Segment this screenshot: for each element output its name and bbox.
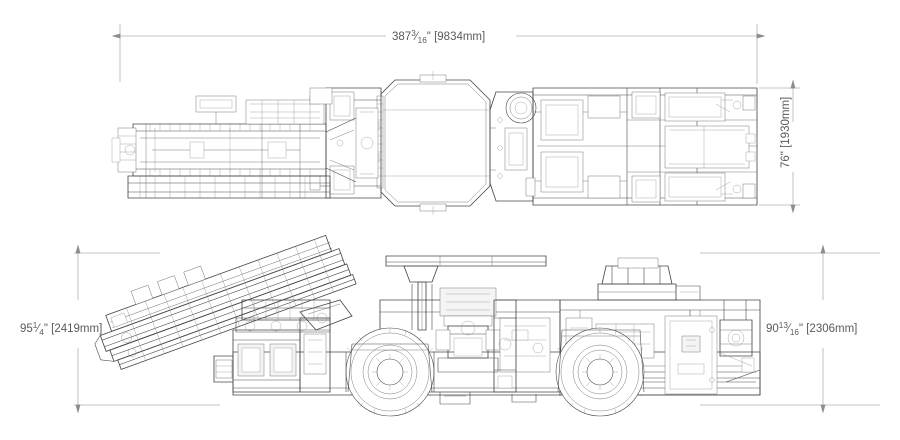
- top-view: [111, 71, 758, 215]
- rear-chassis-plan: [532, 87, 758, 206]
- overall-length-dimension: 3873⁄16" [9834mm]: [111, 24, 766, 84]
- control-cabinet-side: [664, 310, 718, 395]
- operator-station-side: [435, 287, 501, 373]
- front-wheel-side: [345, 327, 435, 417]
- overall-width-dimension: 76" [1930mm]: [759, 79, 800, 214]
- rear-wheel-side: [555, 327, 645, 417]
- engine-stack-side: [597, 257, 701, 301]
- articulation-joint-side: [493, 299, 517, 393]
- front-section-side: [213, 317, 331, 393]
- boom-linkage-plan: [325, 117, 357, 183]
- front-platform-plan: [374, 71, 491, 215]
- operator-cab-plan: [489, 91, 537, 202]
- boom-height-dimension: 951⁄4" [2419mm]: [20, 244, 220, 414]
- fenders-side: [347, 329, 645, 393]
- overall-height-dimension: 9013⁄16" [2306mm]: [700, 244, 880, 414]
- side-view: [94, 234, 761, 417]
- drill-boom-side: [94, 234, 357, 370]
- overall-width-label: 76" [1930mm]: [780, 97, 792, 168]
- overall-height-label: 9013⁄16" [2306mm]: [766, 321, 857, 337]
- rear-fittings-side: [717, 300, 755, 373]
- boom-height-label: 951⁄4" [2419mm]: [20, 321, 102, 337]
- drill-boom-plan: [111, 87, 333, 199]
- canopy-side: [385, 255, 547, 331]
- upper-deck-side: [235, 299, 331, 333]
- overall-length-label: 3873⁄16" [9834mm]: [392, 29, 485, 45]
- undercarriage-side: [439, 392, 537, 405]
